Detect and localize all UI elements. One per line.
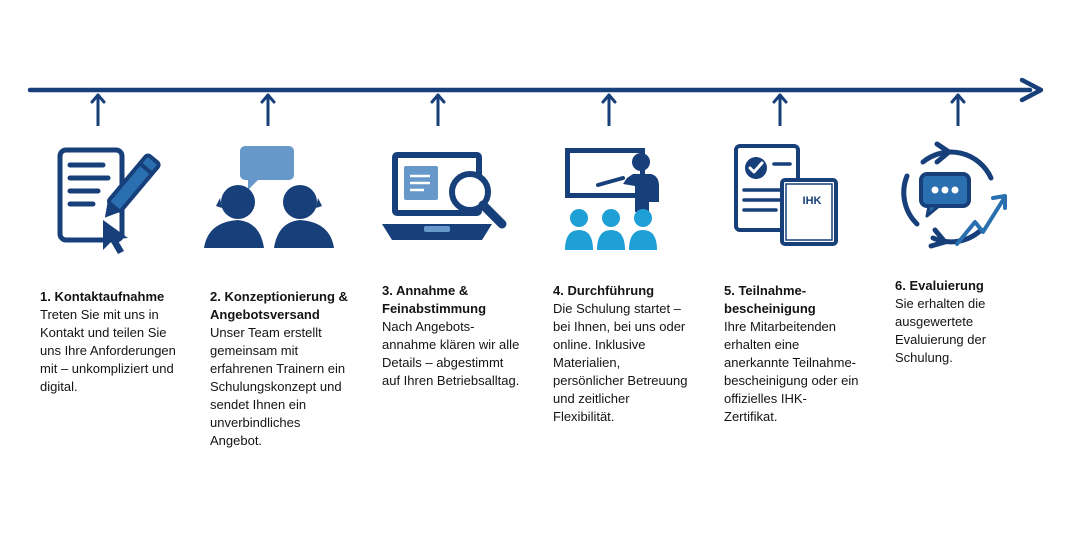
timeline-tick-4 <box>601 93 617 126</box>
presentation-audience-icon <box>565 148 659 250</box>
step-6: 6. Evaluierung Sie erhalten die ausgewer… <box>895 277 1045 367</box>
certificate-ihk-icon: IHK <box>734 144 838 246</box>
step-2: 2. Konzeptionierung & Angebotsversand Un… <box>210 288 360 450</box>
timeline-tick-3 <box>430 93 446 126</box>
step-5: 5. Teilnahme- bescheinigung Ihre Mitarbe… <box>724 282 874 426</box>
timeline-tick-2 <box>260 93 276 126</box>
step-3-title: 3. Annahme & Feinabstimmung <box>382 283 487 316</box>
step-1: 1. Kontaktaufnahme Treten Sie mit uns in… <box>40 288 190 396</box>
evaluation-cycle-icon <box>901 141 1007 249</box>
conversation-icon <box>204 146 334 248</box>
step-4-title: 4. Durchführung <box>553 283 655 298</box>
laptop-magnifier-icon <box>382 152 507 240</box>
step-5-body: Ihre Mitarbeitenden erhalten eine anerka… <box>724 319 859 424</box>
timeline-tick-1 <box>90 93 106 126</box>
timeline-arrow <box>27 77 1044 126</box>
timeline-tick-6 <box>950 93 966 126</box>
step-2-body: Unser Team erstellt gemeinsam mit erfahr… <box>210 325 346 448</box>
step-4: 4. Durchführung Die Schulung startet – b… <box>553 282 703 426</box>
timeline-tick-5 <box>772 93 788 126</box>
step-6-title: 6. Evaluierung <box>895 278 984 293</box>
step-6-body: Sie erhalten die ausgewertete Evaluierun… <box>895 296 987 365</box>
step-2-title: 2. Konzeptionierung & Angebotsversand <box>210 289 348 322</box>
step-1-body: Treten Sie mit uns in Kontakt und teilen… <box>40 307 176 394</box>
step-3-body: Nach Angebots- annahme klären wir alle D… <box>382 319 520 388</box>
step-1-title: 1. Kontaktaufnahme <box>40 289 165 304</box>
ihk-badge-text: IHK <box>803 195 822 207</box>
step-3: 3. Annahme & Feinabstimmung Nach Angebot… <box>382 282 532 390</box>
step-4-body: Die Schulung startet – bei Ihnen, bei un… <box>553 301 688 424</box>
step-5-title: 5. Teilnahme- bescheinigung <box>724 283 816 316</box>
document-pen-icon <box>57 147 161 254</box>
timeline-arrowhead <box>1019 77 1044 103</box>
